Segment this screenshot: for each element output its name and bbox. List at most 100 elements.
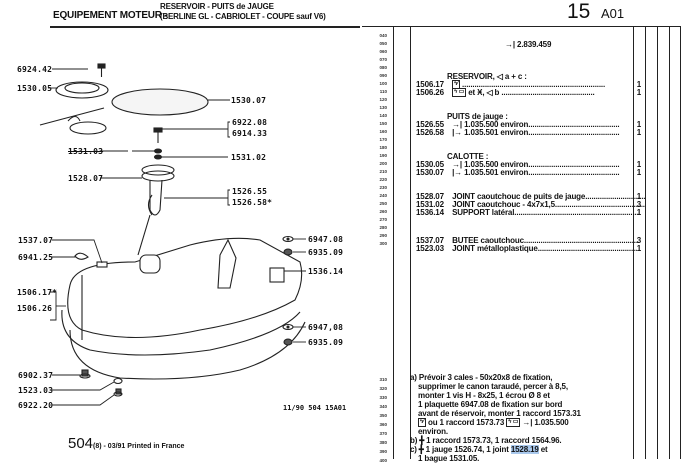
vehicle-option-icon: ϟ ▭ [452,88,467,98]
line-number: 170 [379,137,387,142]
table-row[interactable]: 1531.02 JOINT caoutchouc - 4x7x1,5......… [416,200,645,209]
group-heading: RESERVOIR, ◁ a + c : [447,72,527,81]
column-divider [633,26,634,459]
line-number: 210 [379,169,387,174]
group-heading: PUITS de jauge : [447,112,508,121]
column-divider [410,26,411,459]
line-number: 240 [379,193,387,198]
search-highlight[interactable]: 1528.19 [510,445,539,455]
subtitle-line-2: (BERLINE GL - CABRIOLET - COUPE sauf V6) [160,12,326,21]
part-ref: 1531.02 [416,200,444,209]
line-number: 040 [379,33,387,38]
line-number: 150 [379,121,387,126]
quantity: 1 [636,80,642,89]
calotte-ring [55,81,109,99]
part-label-struck: 1531.03 [68,147,104,156]
quantity: 1 [636,168,642,177]
part-label: 1528.07 [68,174,104,183]
cover-disc [111,88,209,116]
print-date: (8) - 03/91 Printed in France [93,443,185,450]
table-row[interactable]: 1526.58 |→ 1.035.501 environ............… [416,128,620,137]
gauge-flange [39,107,107,135]
line-number: 080 [379,65,387,70]
line-number: 280 [379,225,387,230]
line-number: 160 [379,129,387,134]
line-number: 220 [379,177,387,182]
column-divider [393,26,394,459]
part-label: 1506.26 [17,304,53,313]
page-subtitle: RESERVOIR - PUITS de JAUGE (BERLINE GL -… [160,2,326,22]
table-row[interactable]: 1530.07 |→ 1.035.501 environ............… [416,168,620,177]
table-row[interactable]: 1536.14 SUPPORT latéral.................… [416,208,639,217]
table-row[interactable]: 1530.05 →| 1.035.500 environ............… [416,160,620,169]
table-row[interactable]: 1523.03 JOINT métalloplastique..........… [416,244,638,253]
line-number: 070 [379,57,387,62]
table-row[interactable]: 1526.55 →| 1.035.500 environ............… [416,120,620,129]
line-number: 100 [379,81,387,86]
subtitle-line-1: RESERVOIR - PUITS de JAUGE [160,2,274,11]
part-label: 6922.20 [18,401,54,410]
part-label: 6914.33 [232,129,268,138]
line-number: 260 [379,209,387,214]
quantity: 1 [636,160,642,169]
part-label: 6902.37 [18,371,54,380]
part-ref: 1523.03 [416,244,444,253]
column-divider [645,26,646,459]
body-type-icon: Ӿ [477,88,483,97]
line-number: 270 [379,217,387,222]
line-number: 330 [379,395,387,400]
note-line: supprimer le canon taraudé, percer à 8,5… [418,382,568,391]
part-ref: 1506.17 [416,80,444,89]
lock-key-icon: ϟ⁄ [418,418,426,428]
line-number: 370 [379,431,387,436]
part-label: 6922.08 [232,118,268,127]
quantity: 3 [636,236,642,245]
note-line: avant de réservoir, monter 1 raccord 157… [418,409,581,418]
notes-block: a) Prévoir 3 cales - 50x20x8 de fixation… [410,373,581,463]
line-number: 380 [379,440,387,445]
header-rule [50,26,360,28]
note-line: monter 1 vis H - 8x25, 1 écrou Ø 8 et [418,391,550,400]
fuel-tank [61,237,306,380]
part-ref: 1526.58 [416,128,444,137]
part-label: 1536.14 [308,267,344,276]
quantity: 1 [636,192,642,201]
document-code: 11/90 504 15A01 [283,404,347,412]
table-row[interactable]: 1506.26 ϟ ▭ et Ӿ, ◁ b ..................… [416,88,601,98]
line-number: 340 [379,404,387,409]
note-line: 1 plaquette 6947.08 de fixation sur bord [418,400,563,409]
line-number: 300 [379,241,387,246]
part-label: 6935.09 [308,248,344,257]
line-number: 390 [379,449,387,454]
table-row[interactable]: 1537.07 BUTEE caoutchouc................… [416,236,638,245]
page-number: 15 [567,0,591,23]
quantity: 3 [636,200,642,209]
line-number: 200 [379,161,387,166]
line-number: 120 [379,97,387,102]
note-line: ϟ⁄ ou 1 raccord 1573.73 ϟ ▭ →| 1.035.500 [418,418,569,428]
part-label: 1537.07 [18,236,54,245]
part-label: 1531.02 [231,153,267,162]
line-number: 110 [379,89,387,94]
part-label: 6924.42 [17,65,53,74]
arrow-stop-icon: →| [452,160,463,169]
line-number: 400 [379,458,387,463]
serial-note: →| 2.839.459 [505,40,551,49]
table-row[interactable]: 1528.07 JOINT caoutchouc de puits de jau… [416,192,646,201]
line-number: 360 [379,422,387,427]
note-line: b) ╋ 1 raccord 1573.73, 1 raccord 1564.9… [410,436,562,446]
part-label: 1506.17* [17,288,58,297]
part-ref: 1530.07 [416,168,444,177]
line-number: 140 [379,113,387,118]
group-heading: CALOTTE : [447,152,489,161]
line-number: 350 [379,413,387,418]
quantity: 1 [636,208,642,217]
arrow-stop-icon: →| [452,120,463,129]
serial-number: 2.839.459 [517,40,552,49]
vehicle-option-icon: ϟ ▭ [506,418,521,428]
print-info: 504(8) - 03/91 Printed in France [68,435,184,452]
part-ref: 1526.55 [416,120,444,129]
leader-dots: ........................................… [501,88,595,98]
print-edition: 504 [68,435,94,452]
